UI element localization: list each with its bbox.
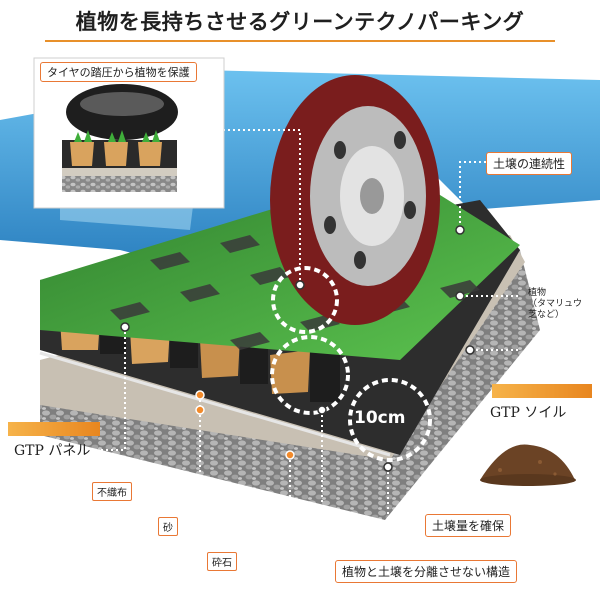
label-plant-line-2: （タマリュウ [528, 299, 583, 309]
label-nonwoven: 不織布 [92, 482, 132, 501]
leader-dots [120, 225, 475, 472]
leader-lines [100, 129, 518, 571]
label-soil-volume: 土壌量を確保 [425, 514, 512, 537]
label-sand: 砂 [158, 517, 178, 536]
soil-pile [480, 444, 576, 486]
label-gtp-panel: GTP パネル [14, 443, 91, 459]
label-plant: 植物 （タマリュウ 芝など） [528, 288, 582, 321]
dimension-label: 10cm [354, 408, 406, 428]
tire [270, 75, 440, 325]
gtp-soil-bar [492, 384, 592, 398]
nonwoven-sheet [39, 351, 391, 457]
label-soil-continuity: 土壌の連続性 [486, 152, 573, 175]
label-gravel: 砕石 [207, 552, 237, 571]
highlight-circles [270, 266, 432, 462]
inset-caption: タイヤの踏圧から植物を保護 [40, 62, 197, 82]
label-plant-line-3: 芝など） [528, 310, 565, 320]
gtp-panel-bar [8, 422, 100, 436]
label-plant-line-1: 植物 [528, 288, 547, 298]
title-underline [45, 40, 555, 42]
page-title: 植物を長持ちさせるグリーンテクノパーキング [75, 10, 525, 34]
inset-panel [33, 57, 225, 209]
label-gtp-soil: GTP ソイル [490, 405, 567, 421]
label-separation: 植物と土壌を分離させない構造 [335, 560, 518, 583]
